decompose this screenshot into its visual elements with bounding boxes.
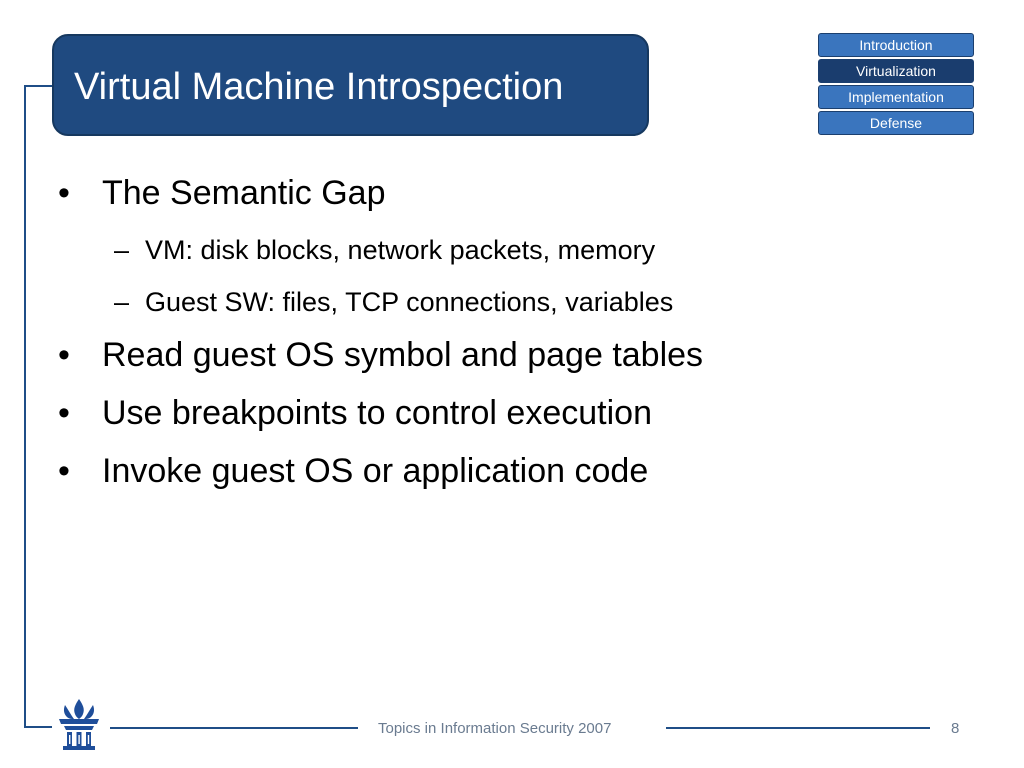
sub-bullet-text: Guest SW: files, TCP connections, variab… bbox=[145, 287, 674, 317]
bullet-item: • Invoke guest OS or application code bbox=[56, 448, 956, 506]
footer-text: Topics in Information Security 2007 bbox=[378, 720, 612, 737]
bullet-text: Use breakpoints to control execution bbox=[102, 394, 652, 432]
nav-item-implementation[interactable]: Implementation bbox=[818, 85, 974, 109]
bullet-text: Invoke guest OS or application code bbox=[102, 452, 649, 490]
bullet-list: • The Semantic Gap – VM: disk blocks, ne… bbox=[56, 170, 956, 506]
sub-bullet-text: VM: disk blocks, network packets, memory bbox=[145, 235, 656, 265]
footer-divider-left bbox=[110, 727, 358, 729]
title-box: Virtual Machine Introspection bbox=[52, 34, 649, 136]
bullet-text: The Semantic Gap bbox=[102, 174, 386, 212]
university-emblem-icon bbox=[59, 699, 99, 750]
nav-item-introduction[interactable]: Introduction bbox=[818, 33, 974, 57]
footer-divider-right bbox=[666, 727, 930, 729]
sub-bullet-item: – VM: disk blocks, network packets, memo… bbox=[56, 228, 956, 280]
bullet-marker: • bbox=[58, 336, 70, 374]
bullet-item: • The Semantic Gap bbox=[56, 170, 956, 228]
frame-left-line bbox=[24, 86, 26, 728]
bullet-marker: • bbox=[58, 394, 70, 432]
bullet-text: Read guest OS symbol and page tables bbox=[102, 336, 704, 374]
bullet-marker: • bbox=[58, 174, 70, 212]
frame-bottom-stub bbox=[24, 726, 52, 728]
sub-bullet-marker: – bbox=[114, 235, 130, 265]
nav-item-virtualization[interactable]: Virtualization bbox=[818, 59, 974, 83]
sub-bullet-item: – Guest SW: files, TCP connections, vari… bbox=[56, 280, 956, 332]
page-number: 8 bbox=[951, 720, 960, 737]
slide-title: Virtual Machine Introspection bbox=[74, 66, 564, 108]
bullet-marker: • bbox=[58, 452, 70, 490]
sub-bullet-marker: – bbox=[114, 287, 130, 317]
frame-top-stub bbox=[24, 85, 54, 87]
bullet-item: • Read guest OS symbol and page tables bbox=[56, 332, 956, 390]
section-nav: Introduction Virtualization Implementati… bbox=[818, 33, 974, 137]
nav-item-defense[interactable]: Defense bbox=[818, 111, 974, 135]
bullet-item: • Use breakpoints to control execution bbox=[56, 390, 956, 448]
